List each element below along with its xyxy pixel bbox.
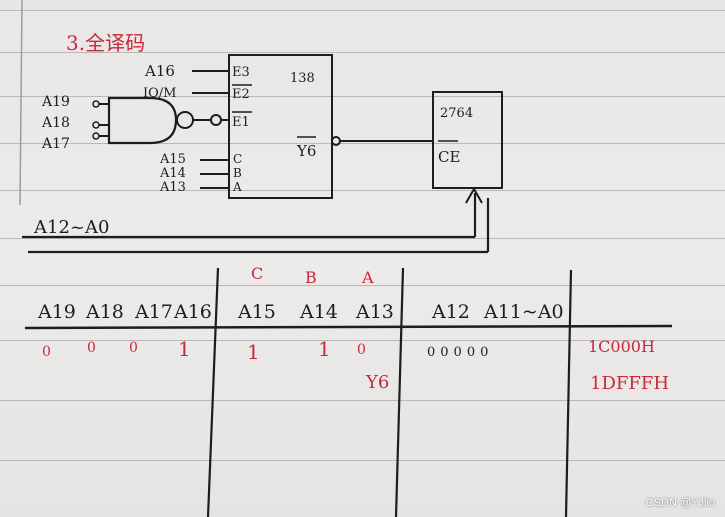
decoder-label: 138 xyxy=(290,71,315,86)
y6-note: Y6 xyxy=(365,372,389,393)
value-a17: 0 xyxy=(129,340,138,356)
value-a14: 1 xyxy=(318,337,331,361)
pin-a-label: A xyxy=(232,180,242,194)
decoder-box xyxy=(228,54,333,199)
value-a19: 0 xyxy=(42,344,51,360)
pin-mark-a: A xyxy=(361,268,374,287)
chip-ce-pin-label: CE xyxy=(438,148,460,166)
bus-arrow-head xyxy=(465,186,483,204)
ruled-line xyxy=(0,143,725,144)
nand-input-a19-label: A19 xyxy=(41,94,70,110)
value-a15: 1 xyxy=(247,340,260,364)
header-a11-a0: A11~A0 xyxy=(483,301,564,323)
pin-e3-label: E3 xyxy=(232,65,250,80)
nand-gate-bubble xyxy=(176,111,194,129)
value-a13: 0 xyxy=(357,342,366,358)
ruled-line xyxy=(0,460,725,461)
output-y6-label: Y6 xyxy=(296,142,316,160)
table-divider-1 xyxy=(206,267,220,517)
pin-mark-b: B xyxy=(305,268,317,287)
value-a12-a0: 00000 xyxy=(427,345,493,360)
e1-inversion-bubble xyxy=(210,114,222,126)
nand-input-a18-label: A18 xyxy=(41,115,70,131)
ruled-line xyxy=(0,400,725,401)
pin-e1-label: E1 xyxy=(232,115,250,130)
header-a13: A13 xyxy=(355,301,394,323)
input-node xyxy=(92,121,100,129)
ruled-line xyxy=(0,340,725,341)
header-a15: A15 xyxy=(237,301,276,323)
diagram-title: 3.全译码 xyxy=(66,31,145,55)
header-a12: A12 xyxy=(431,301,470,323)
nand-input-a17-label: A17 xyxy=(41,136,70,152)
select-a15-label: A15 xyxy=(159,152,186,167)
ruled-line xyxy=(0,190,725,191)
ruled-line xyxy=(0,285,725,286)
table-divider-2 xyxy=(394,267,405,517)
chip-name: 2764 xyxy=(440,106,473,121)
value-a18: 0 xyxy=(87,340,96,356)
ruled-line xyxy=(0,52,725,53)
select-a13-label: A13 xyxy=(159,180,186,195)
table-header-rule xyxy=(24,324,673,330)
range-end: 1DFFFH xyxy=(590,373,669,394)
chip-2764-box xyxy=(432,91,503,189)
nand-gate-body xyxy=(107,96,178,145)
ruled-line xyxy=(0,10,725,11)
pin-b-label: B xyxy=(233,166,242,180)
pin-mark-c: C xyxy=(251,264,263,283)
range-start: 1C000H xyxy=(588,337,655,356)
ruled-line xyxy=(0,96,725,97)
header-a18: A18 xyxy=(85,301,124,323)
pin-e2-label: E2 xyxy=(232,87,250,102)
select-a14-label: A14 xyxy=(159,166,186,181)
input-a16-label: A16 xyxy=(144,62,175,80)
header-a14: A14 xyxy=(299,301,338,323)
y6-inversion-bubble xyxy=(331,136,341,146)
margin-line xyxy=(19,0,23,206)
header-a16: A16 xyxy=(173,301,212,323)
value-a16: 1 xyxy=(178,337,191,361)
table-divider-3 xyxy=(564,269,573,517)
watermark: CSDN @YJlio xyxy=(645,497,715,509)
ruled-line xyxy=(0,238,725,239)
input-node xyxy=(92,132,100,140)
bus-label: A12~A0 xyxy=(33,217,109,238)
header-a19: A19 xyxy=(37,301,76,323)
pin-c-label: C xyxy=(233,152,242,166)
header-a17: A17 xyxy=(134,301,173,323)
input-node xyxy=(92,100,100,108)
